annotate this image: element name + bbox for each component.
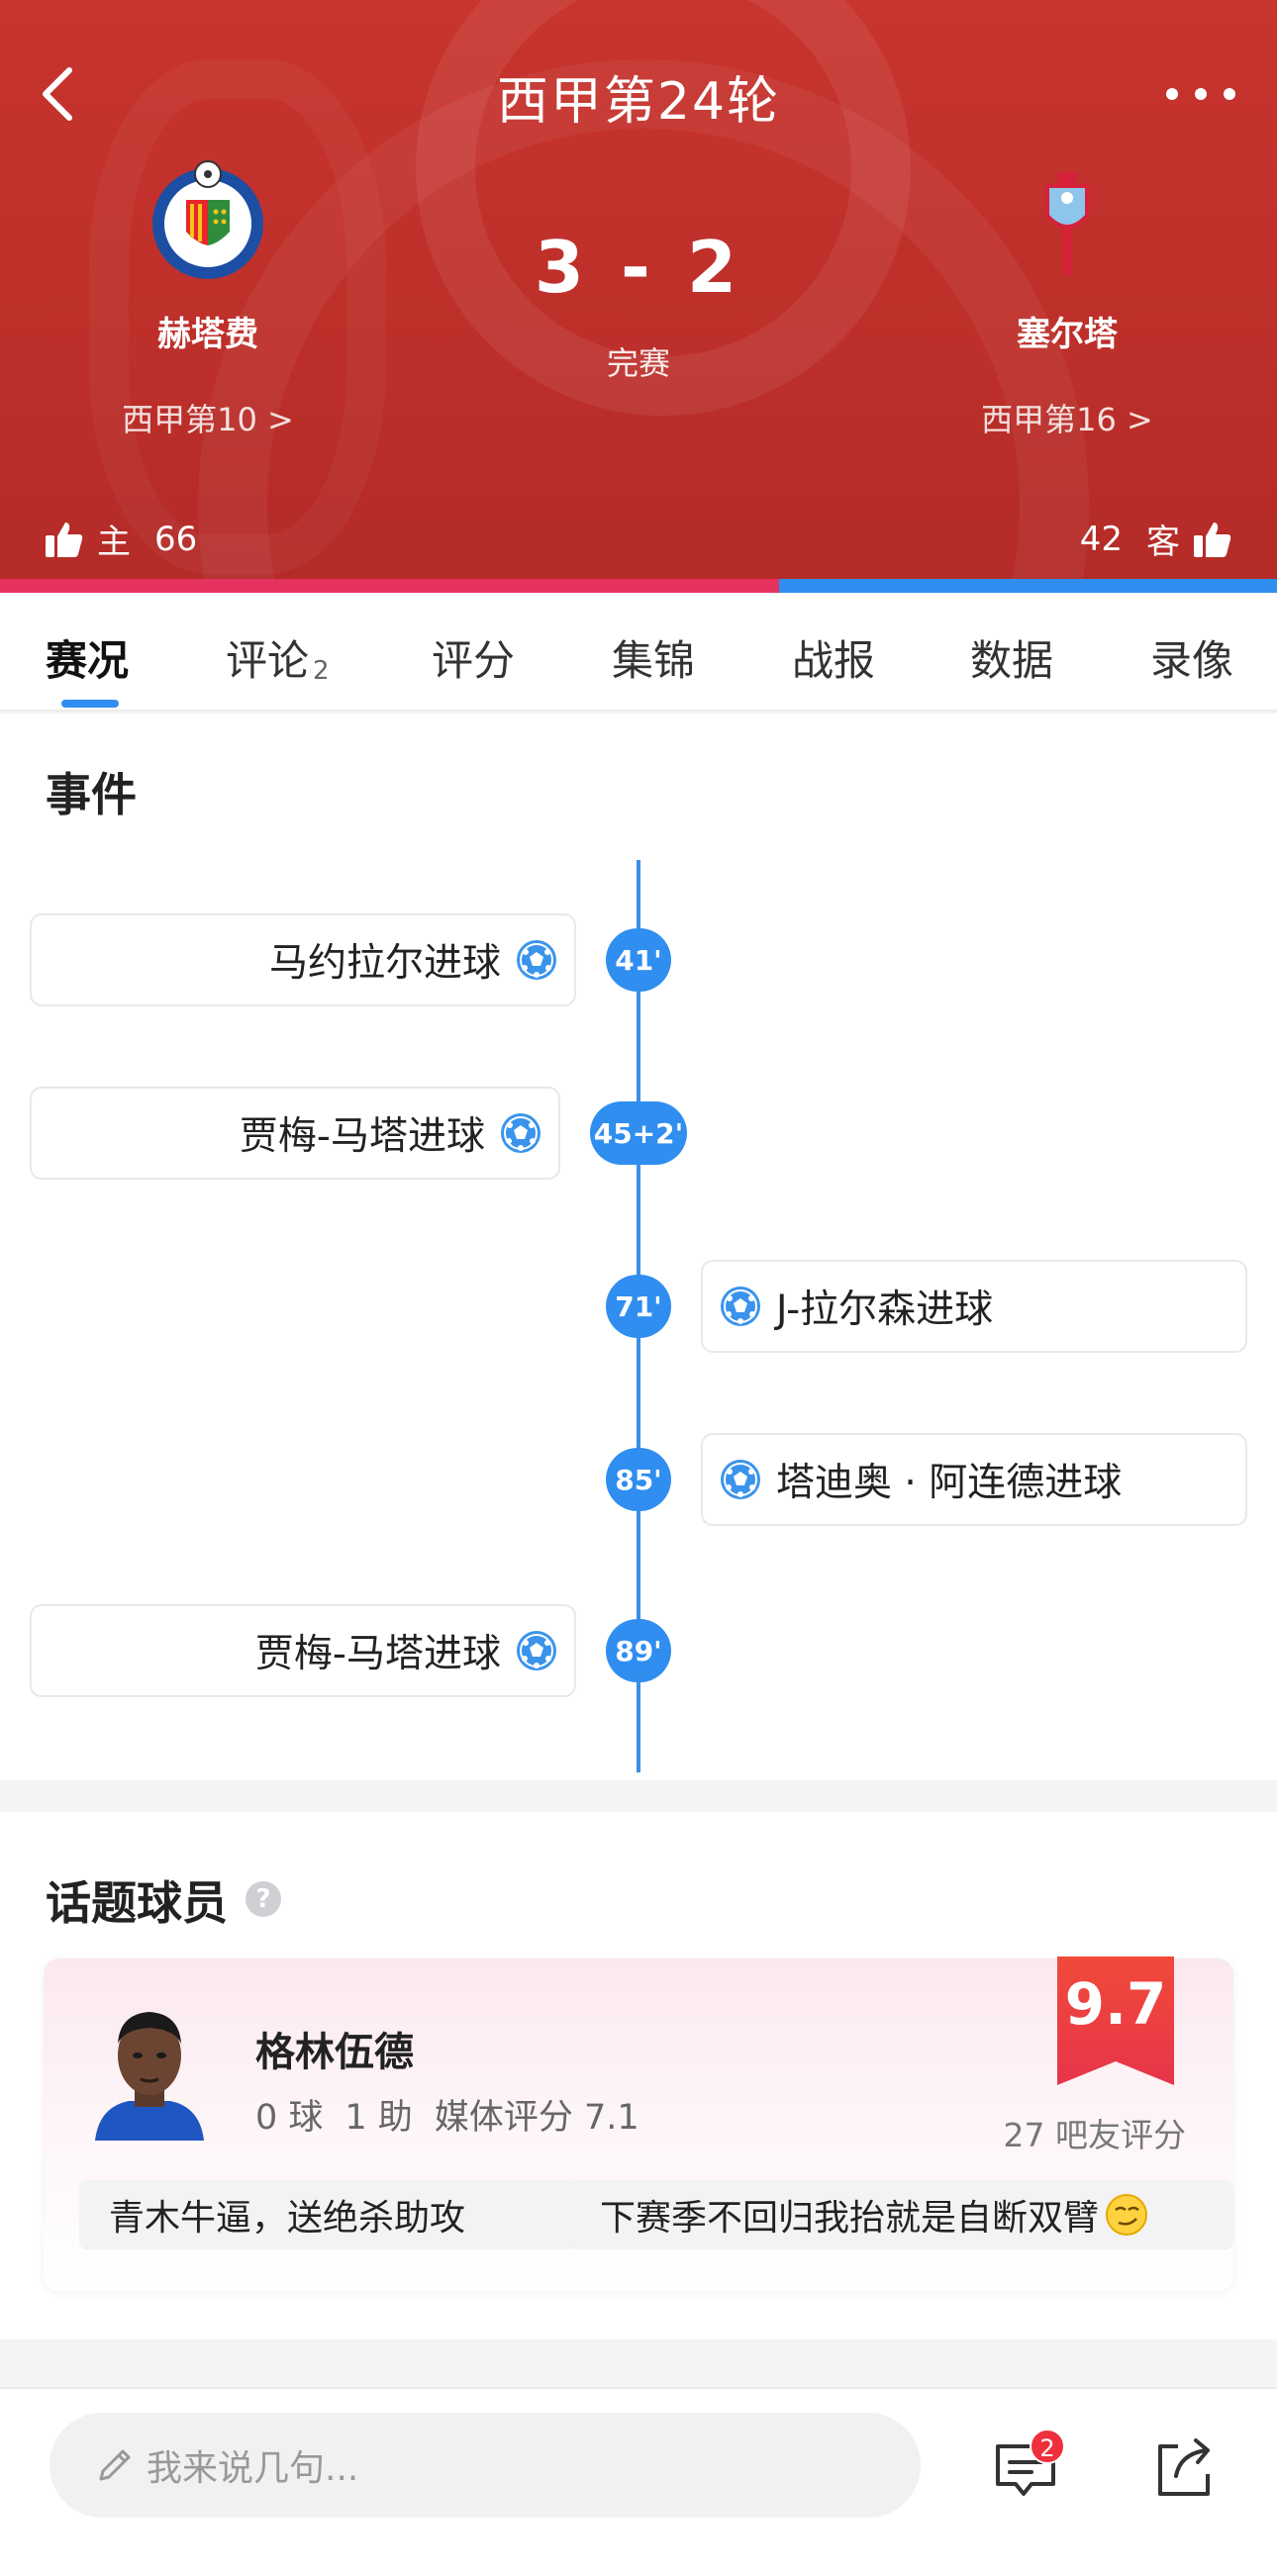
event-card[interactable]: 马约拉尔进球 <box>30 913 576 1006</box>
active-tab-indicator <box>61 700 119 708</box>
home-team-name: 赫塔费 <box>157 315 258 354</box>
dot-icon <box>1195 88 1207 100</box>
player-assists: 1 助 <box>344 2098 413 2138</box>
away-like-label: 客 <box>1146 523 1180 562</box>
player-card[interactable]: 格林伍德 0 球 1 助媒体评分 7.1 9.7 27 吧友评分 青木牛逼，送绝杀… <box>44 1956 1233 2291</box>
home-team[interactable]: 赫塔费 西甲第10 > <box>79 158 337 440</box>
event-minute: 85' <box>606 1448 671 1511</box>
player-stats: 0 球 1 助媒体评分 7.1 <box>255 2089 661 2140</box>
pencil-icon <box>99 2449 131 2481</box>
bottom-bar: 我来说几句... 2 <box>0 2387 1277 2576</box>
tab-highlights[interactable]: 集锦 <box>612 636 696 685</box>
smirk-emoji-icon <box>1106 2194 1148 2236</box>
rating-ribbon-icon <box>1057 1956 1174 2085</box>
rating-badge: 9.7 <box>1057 1956 1174 2085</box>
share-button[interactable] <box>1148 2433 1220 2504</box>
comment-chip[interactable]: 青木牛逼，送绝杀助攻 <box>79 2180 578 2249</box>
home-like-label: 主 <box>97 523 131 562</box>
hot-players-section: 话题球员 ? 格林伍德 0 球 1 助媒体评分 7.1 <box>0 1812 1277 2339</box>
comment-count-badge: 2 <box>1030 2429 1065 2464</box>
events-section: 事件 马约拉尔进球 41' 贾梅-马塔进球 45+2' 71' J-拉尔森进球 … <box>0 714 1277 1780</box>
tab-live[interactable]: 赛况 <box>46 636 130 685</box>
away-like-count: 42 <box>1079 519 1123 559</box>
event-card[interactable]: J-拉尔森进球 <box>701 1260 1247 1353</box>
away-team-name: 塞尔塔 <box>1017 315 1118 354</box>
away-like-bar <box>778 579 1277 593</box>
football-icon <box>517 940 556 980</box>
dot-icon <box>1166 88 1178 100</box>
comment-chip[interactable]: 下赛季不回归我抬就是自断双臂 <box>570 2180 1233 2249</box>
player-media-rating: 媒体评分 7.1 <box>434 2098 639 2138</box>
home-like-bar <box>0 579 779 593</box>
comment-text: 下赛季不回归我抬就是自断双臂 <box>600 2198 1100 2239</box>
celta-crest-icon <box>1045 172 1089 275</box>
match-score: 3 - 2 <box>534 226 743 309</box>
player-avatar <box>95 2012 204 2141</box>
player-name: 格林伍德 <box>255 2030 414 2075</box>
away-like-button[interactable]: 42 客 <box>1068 515 1233 563</box>
football-icon <box>517 1631 556 1670</box>
tab-replay[interactable]: 录像 <box>1150 636 1234 685</box>
home-like-button[interactable]: 主 66 <box>44 515 209 563</box>
event-text: 马约拉尔进球 <box>268 941 501 986</box>
event-minute: 45+2' <box>590 1101 687 1165</box>
tab-ratings[interactable]: 评分 <box>432 636 516 685</box>
thumbs-up-icon <box>1194 522 1231 557</box>
event-text: 贾梅-马塔进球 <box>254 1632 501 1676</box>
dot-icon <box>1224 88 1235 100</box>
rating-count: 27 吧友评分 <box>1003 2116 1186 2154</box>
comment-count: 2 <box>313 656 330 686</box>
event-text: J-拉尔森进球 <box>776 1288 994 1332</box>
page-title: 西甲第24轮 <box>496 72 781 132</box>
home-like-count: 66 <box>154 519 198 559</box>
like-ratio-bar <box>0 579 1277 593</box>
help-icon[interactable]: ? <box>246 1881 281 1917</box>
event-minute: 89' <box>606 1619 671 1682</box>
match-status: 完赛 <box>606 344 670 382</box>
player-goals: 0 球 <box>255 2098 324 2138</box>
comment-text: 青木牛逼，送绝杀助攻 <box>109 2198 466 2239</box>
back-button[interactable] <box>38 64 87 124</box>
tab-stats[interactable]: 数据 <box>970 636 1054 685</box>
rating-value: 9.7 <box>1064 1970 1167 2038</box>
away-team[interactable]: 塞尔塔 西甲第16 > <box>938 158 1196 440</box>
comment-placeholder: 我来说几句... <box>147 2448 359 2489</box>
event-minute: 71' <box>606 1275 671 1338</box>
events-title: 事件 <box>46 768 137 821</box>
event-card[interactable]: 贾梅-马塔进球 <box>30 1604 576 1697</box>
chevron-left-icon <box>43 67 72 121</box>
football-icon <box>501 1113 540 1153</box>
more-options-button[interactable] <box>1166 79 1235 109</box>
tab-report[interactable]: 战报 <box>792 636 876 685</box>
event-card[interactable]: 贾梅-马塔进球 <box>30 1087 560 1180</box>
away-team-rank[interactable]: 西甲第16 > <box>981 401 1153 438</box>
football-icon <box>721 1460 760 1499</box>
comment-input[interactable]: 我来说几句... <box>49 2413 921 2518</box>
thumbs-up-icon <box>46 522 83 557</box>
hot-players-title: 话题球员 <box>46 1876 228 1930</box>
home-team-rank[interactable]: 西甲第10 > <box>122 401 294 438</box>
event-text: 塔迪奥 · 阿连德进球 <box>776 1461 1123 1505</box>
event-text: 贾梅-马塔进球 <box>239 1114 485 1159</box>
event-minute: 41' <box>606 928 671 992</box>
match-header: 西甲第24轮 赫塔费 西甲第10 > 塞尔塔 西甲第16 > 3 <box>0 0 1277 579</box>
event-card[interactable]: 塔迪奥 · 阿连德进球 <box>701 1433 1247 1526</box>
getafe-crest-icon <box>152 160 263 279</box>
football-icon <box>721 1287 760 1326</box>
